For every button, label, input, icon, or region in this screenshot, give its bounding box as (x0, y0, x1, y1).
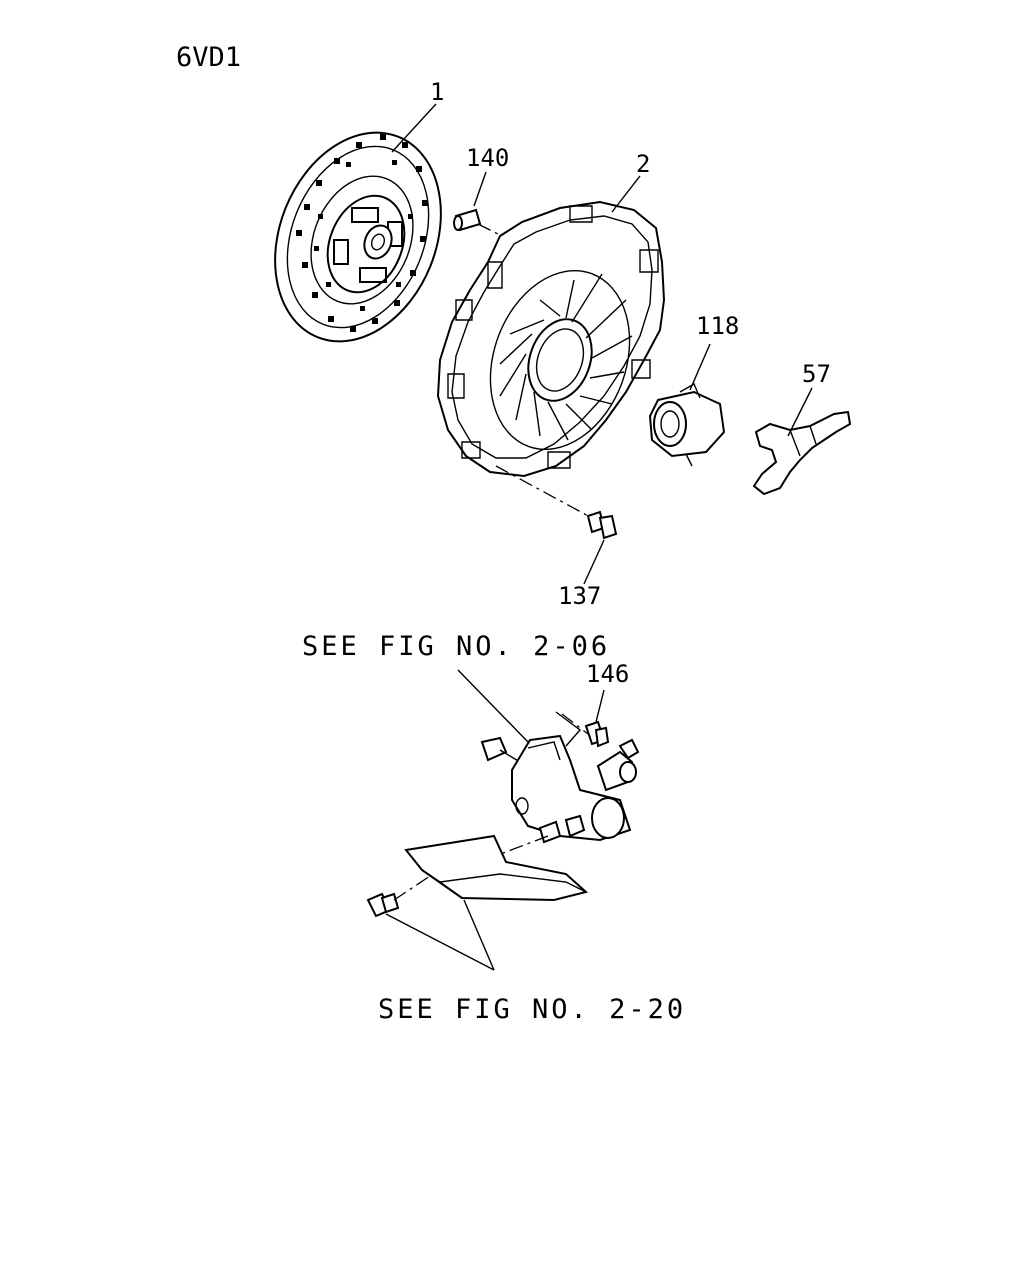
callout-146: 146 (586, 660, 629, 688)
heat-shield-bracket (404, 834, 589, 902)
reference-lower: SEE FIG NO. 2-20 (378, 994, 686, 1025)
clutch-disc (274, 131, 442, 343)
reference-upper: SEE FIG NO. 2-06 (302, 631, 610, 662)
callout-140: 140 (466, 144, 509, 172)
callout-2: 2 (636, 150, 650, 178)
callout-118: 118 (696, 312, 739, 340)
callout-1: 1 (430, 78, 444, 106)
bracket-bolt (366, 892, 400, 918)
pressure-plate (436, 200, 666, 478)
release-bearing (648, 383, 726, 467)
release-fork (752, 410, 852, 496)
model-code: 6VD1 (176, 42, 241, 73)
bolt-137 (586, 510, 618, 540)
dowel-pin (453, 208, 482, 232)
callout-137: 137 (558, 582, 601, 610)
bolt-146 (584, 720, 610, 748)
slave-cylinder (480, 734, 640, 844)
callout-57: 57 (802, 360, 831, 388)
